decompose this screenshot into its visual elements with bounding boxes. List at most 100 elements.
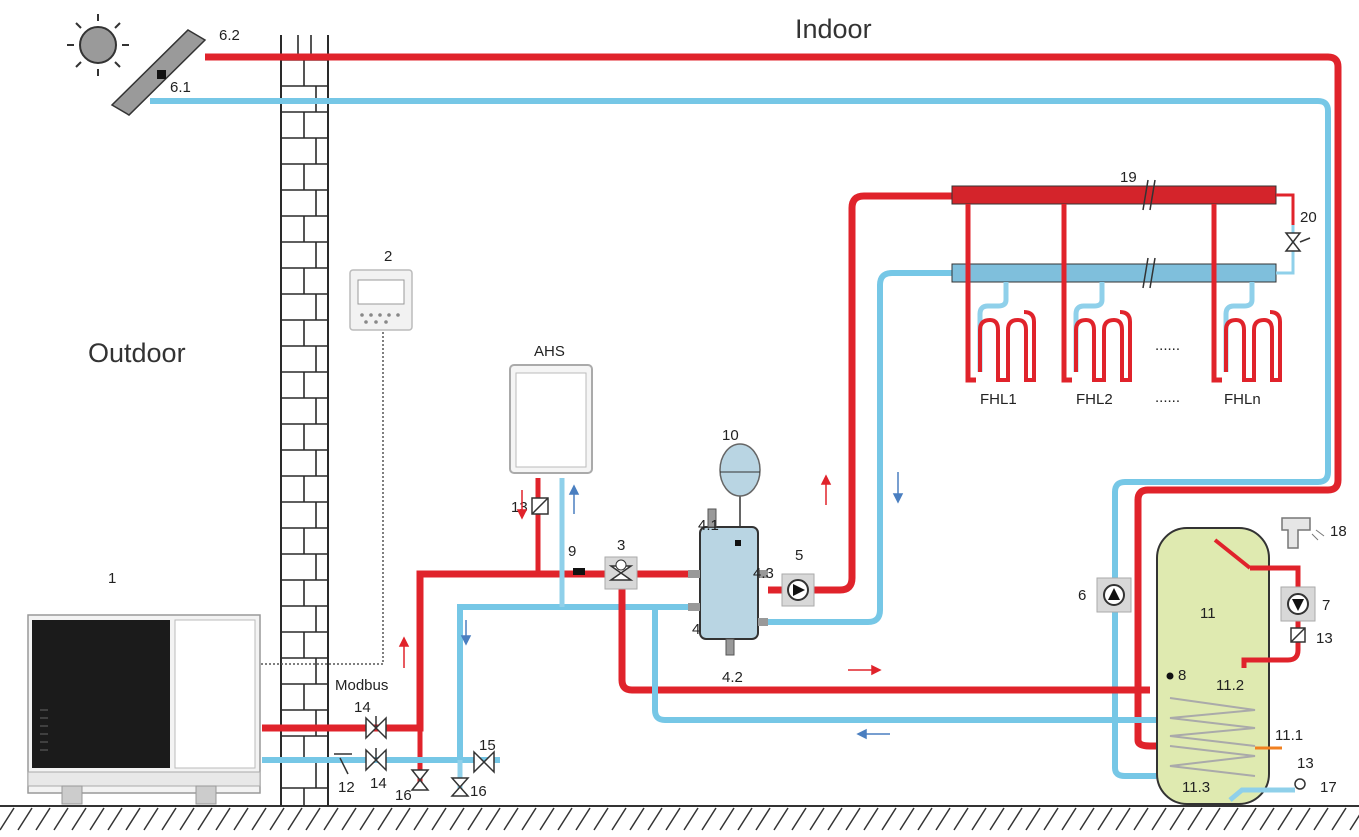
modbus-label: Modbus	[335, 677, 388, 694]
bypass-valve	[1284, 232, 1311, 252]
label-4-2: 4.2	[722, 669, 743, 686]
ground-hatch-line	[665, 807, 681, 831]
ground-hatch-line	[809, 807, 825, 831]
drain-valve-16-a	[410, 769, 430, 791]
label-2: 2	[384, 248, 392, 265]
manifold-break-marks	[1142, 179, 1156, 289]
fhl-supply-drop	[1061, 204, 1072, 383]
ground-hatch-line	[791, 807, 807, 831]
outdoor-heat-pump-unit	[27, 614, 261, 805]
ground-hatch-line	[1223, 807, 1239, 831]
ahs-label: AHS	[534, 343, 565, 360]
ground-hatch-line	[989, 807, 1005, 831]
ground-hatch-line	[413, 807, 429, 831]
fhl-dots-top: ......	[1155, 337, 1180, 354]
pump-3-mixing-valve	[604, 556, 638, 590]
label-6-1: 6.1	[170, 79, 191, 96]
fhl-supply-drop	[965, 204, 976, 383]
ground-hatch-line	[1313, 807, 1329, 831]
expansion-vessel	[719, 443, 761, 527]
label-20: 20	[1300, 209, 1317, 226]
dhw-outlet-pipe	[1241, 565, 1301, 668]
label-4-3: 4.3	[753, 565, 774, 582]
buffer-tank	[688, 508, 768, 656]
sun-icon	[67, 14, 129, 76]
tank-coil-return	[652, 607, 1160, 723]
pump-6	[1096, 577, 1132, 613]
auxiliary-heat-source	[509, 364, 593, 474]
label-17: 17	[1320, 779, 1337, 796]
outdoor-label: Outdoor	[88, 338, 186, 368]
label-14-top: 14	[354, 699, 371, 716]
ground-hatch-line	[125, 807, 141, 831]
ground-hatch-line	[1025, 807, 1041, 831]
fhl-supply-drop	[1211, 204, 1222, 383]
ground-hatch-line	[1079, 807, 1095, 831]
ground-hatch-line	[647, 807, 663, 831]
label-11-3: 11.3	[1182, 779, 1210, 796]
ground-hatch-line	[575, 807, 591, 831]
ground	[0, 805, 1359, 831]
ground-hatch-line	[179, 807, 195, 831]
floor-supply-pipe	[768, 192, 952, 594]
label-11: 11	[1200, 605, 1216, 622]
ground-hatch-line	[233, 807, 249, 831]
floor-heating-loops	[965, 204, 1282, 383]
ground-hatch-line	[1043, 807, 1059, 831]
ground-hatch-line	[1295, 807, 1311, 831]
ground-hatch-line	[611, 807, 627, 831]
ground-hatch-line	[89, 807, 105, 831]
fhl-return-rise	[1073, 282, 1105, 372]
label-1: 1	[108, 570, 116, 587]
ground-hatch-line	[485, 807, 501, 831]
ground-hatch-line	[881, 807, 897, 831]
label-6: 6	[1078, 587, 1086, 604]
main-supply-pipe	[262, 570, 688, 732]
label-12: 12	[338, 779, 355, 796]
ground-hatch-line	[629, 807, 645, 831]
ground-hatch-line	[377, 807, 393, 831]
ground-hatch-line	[305, 807, 321, 831]
ground-hatch-line	[1331, 807, 1347, 831]
label-4-1: 4.1	[698, 517, 719, 534]
check-valve-inlet	[1294, 778, 1306, 790]
supply-manifold	[951, 185, 1277, 205]
ground-hatch-line	[71, 807, 87, 831]
fhl-dots-bottom: ......	[1155, 389, 1180, 406]
ground-hatch-line	[1115, 807, 1131, 831]
ground-hatch-line	[251, 807, 267, 831]
ground-hatch-line	[1097, 807, 1113, 831]
filter-12	[334, 753, 352, 775]
fhl2-label: FHL2	[1076, 391, 1113, 408]
indoor-label: Indoor	[795, 14, 872, 44]
ground-hatch-line	[287, 807, 303, 831]
ground-hatch-line	[827, 807, 843, 831]
ground-hatch-line	[557, 807, 573, 831]
ground-hatch-line	[1169, 807, 1185, 831]
ground-hatch-line	[323, 807, 339, 831]
ground-hatch-line	[1241, 807, 1257, 831]
modbus-cable	[226, 332, 384, 665]
ground-hatch-line	[1061, 807, 1077, 831]
label-11-1: 11.1	[1275, 727, 1303, 744]
sensor-9	[573, 568, 585, 575]
fhl1-label: FHL1	[980, 391, 1017, 408]
label-15: 15	[479, 737, 496, 754]
floor-return-pipe	[768, 270, 952, 625]
ground-hatch-line	[755, 807, 771, 831]
return-manifold	[951, 263, 1277, 283]
ground-hatch-line	[845, 807, 861, 831]
ground-hatch-line	[1151, 807, 1167, 831]
ground-hatch-line	[935, 807, 951, 831]
label-13-bottom: 13	[1297, 755, 1314, 772]
ground-hatch-line	[467, 807, 483, 831]
ground-hatch-line	[0, 807, 15, 831]
ground-hatch-line	[593, 807, 609, 831]
pump-5	[781, 573, 815, 607]
label-14-bottom: 14	[370, 775, 387, 792]
ground-hatch-line	[917, 807, 933, 831]
wired-controller	[349, 269, 413, 331]
check-valve-dhw	[1290, 627, 1306, 643]
fhl-coil	[1074, 310, 1132, 382]
tap-icon	[1281, 517, 1325, 549]
